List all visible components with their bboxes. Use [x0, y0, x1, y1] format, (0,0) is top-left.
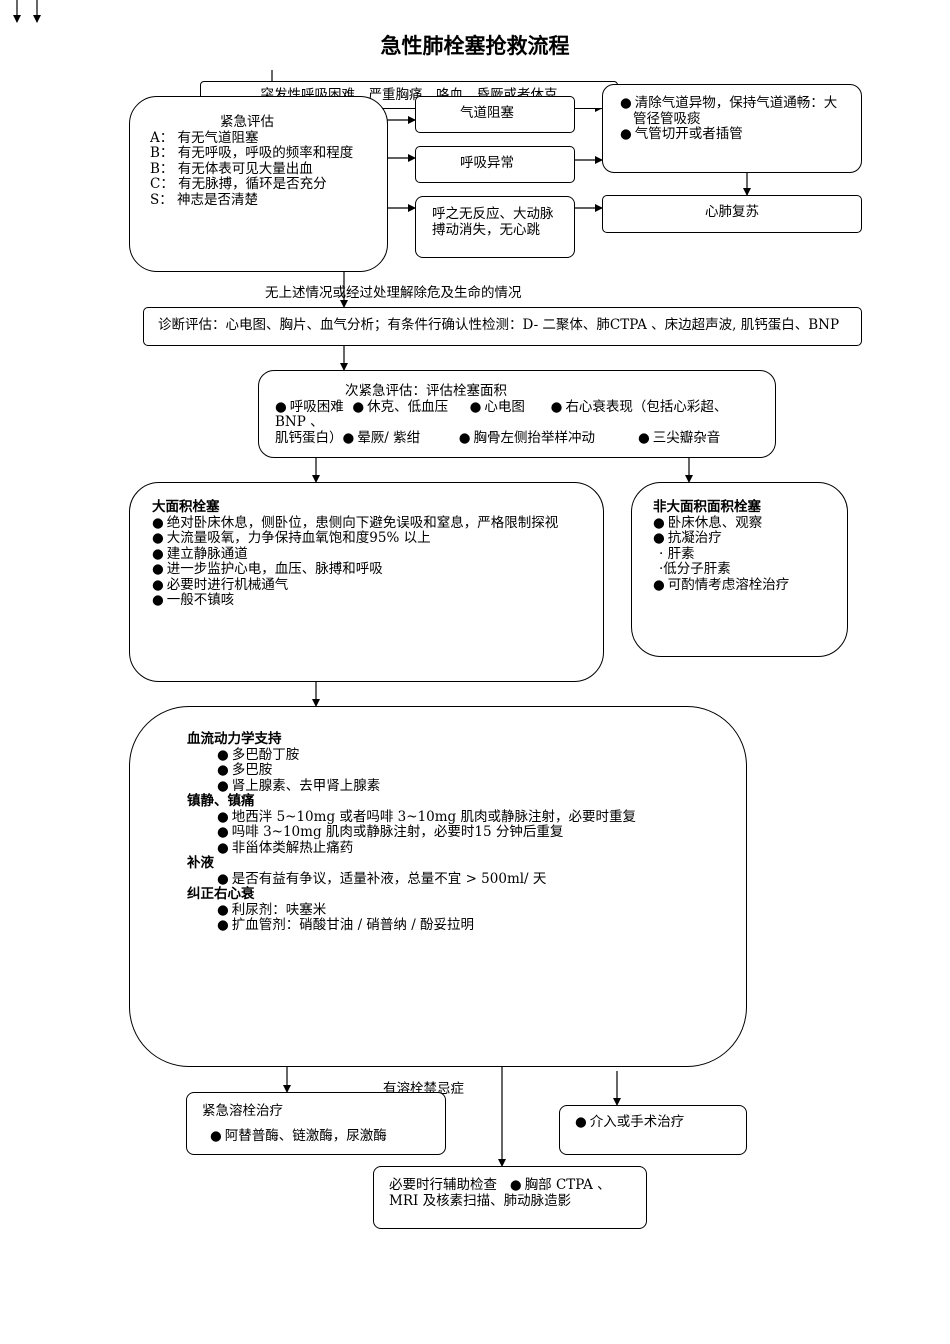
airway-actions-box: 清除气道异物，保持气道通畅：大 管径管吸痰 气管切开或者插管	[602, 84, 862, 173]
no-above-text: 无上述情况或经过处理解除危及生命的情况	[265, 285, 522, 301]
thrombolysis-item: 阿替普酶、链激酶，尿激酶	[202, 1128, 445, 1145]
page-title: 急性肺栓塞抢救流程	[380, 34, 570, 58]
fluid-title: 补液	[187, 855, 214, 871]
massive-pe-item-5: 必要时进行机械通气	[152, 577, 603, 594]
hemodynamic-title: 血流动力学支持	[187, 731, 282, 747]
fluid-item-1: 是否有益有争议，适量补液，总量不宜 > 500ml/ 天	[187, 871, 746, 888]
supportive-care-box: 血流动力学支持 多巴酚丁胺 多巴胺 肾上腺素、去甲肾上腺素 镇静、镇痛 地西泮 …	[129, 706, 747, 1067]
no-response-line-2: 搏动消失，无心跳	[432, 221, 540, 238]
massive-pe-box: 大面积栓塞 绝对卧床休息，侧卧位，患侧向下避免误吸和窒息，严格限制探视 大流量吸…	[129, 482, 604, 682]
emergency-eval-heading: 紧急评估	[220, 114, 274, 130]
sedation-item-1: 地西泮 5~10mg 或者吗啡 3~10mg 肌肉或静脉注射，必要时重复	[187, 809, 746, 826]
breathing-abnormal-box: 呼吸异常	[415, 146, 575, 183]
hemodynamic-item-2: 多巴胺	[187, 762, 746, 779]
eval-line-b2: B： 有无体表可见大量出血	[150, 160, 313, 177]
non-massive-pe-heading: 非大面积面积栓塞	[653, 499, 761, 515]
massive-pe-item-3: 建立静脉通道	[152, 546, 603, 563]
sedation-title: 镇静、镇痛	[187, 793, 255, 809]
sym-ecg: 心电图	[470, 399, 525, 415]
cpr-label: 心肺复苏	[705, 204, 759, 220]
massive-pe-item-1: 绝对卧床休息，侧卧位，患侧向下避免误吸和窒息，严格限制探视	[152, 515, 603, 532]
massive-pe-item-4: 进一步监护心电，血压、脉搏和呼吸	[152, 561, 603, 578]
rhf-item-2: 扩血管剂：硝酸甘油 / 硝普纳 / 酚妥拉明	[187, 917, 746, 934]
secondary-eval-row2: BNP 、	[275, 414, 324, 430]
no-response-box: 呼之无反应、大动脉 搏动消失，无心跳	[415, 196, 575, 258]
airway-action-2: 气管切开或者插管	[620, 126, 861, 143]
airway-action-1: 清除气道异物，保持气道通畅：大	[620, 95, 861, 112]
airway-action-1b: 管径管吸痰	[633, 110, 701, 127]
sym-troponin: 肌钙蛋白）	[275, 429, 343, 446]
eval-line-a: A： 有无气道阻塞	[150, 129, 259, 146]
intervention-box: 介入或手术治疗	[559, 1105, 747, 1155]
auxiliary-line-1: 必要时行辅助检查 胸部 CTPA 、	[389, 1177, 646, 1194]
sym-heave: 胸骨左侧抬举样冲动	[459, 430, 595, 446]
massive-pe-item-6: 一般不镇咳	[152, 592, 603, 609]
non-massive-item-1: 卧床休息、观察	[653, 515, 847, 532]
sym-syncope: 晕厥/ 紫绀	[343, 430, 421, 446]
rhf-title: 纠正右心衰	[187, 886, 255, 902]
non-massive-item-2: 抗凝治疗	[653, 530, 847, 547]
hemodynamic-item-1: 多巴酚丁胺	[187, 747, 746, 764]
sym-dyspnea: 呼吸困难	[275, 399, 344, 415]
diagnosis-box: 诊断评估：心电图、胸片、血气分析；有条件行确认性检测：D- 二聚体、肺CTPA …	[143, 307, 862, 346]
hemodynamic-item-3: 肾上腺素、去甲肾上腺素	[187, 778, 746, 795]
airway-obstruction-box: 气道阻塞	[415, 96, 575, 133]
eval-line-b1: B： 有无呼吸，呼吸的频率和程度	[150, 145, 354, 161]
eval-line-c: C： 有无脉搏，循环是否充分	[150, 176, 327, 192]
auxiliary-exam-box: 必要时行辅助检查 胸部 CTPA 、 MRI 及核素扫描、肺动脉造影	[373, 1166, 647, 1229]
auxiliary-line-2: MRI 及核素扫描、肺动脉造影	[389, 1192, 572, 1209]
rhf-item-1: 利尿剂：呋塞米	[187, 902, 746, 919]
massive-pe-heading: 大面积栓塞	[152, 499, 220, 515]
emergency-eval-box: 紧急评估 A： 有无气道阻塞 B： 有无呼吸，呼吸的频率和程度 B： 有无体表可…	[129, 96, 388, 272]
auxiliary-text-b: 胸部 CTPA 、	[510, 1177, 611, 1193]
breathing-abnormal-label: 呼吸异常	[460, 155, 514, 171]
cpr-box: 心肺复苏	[602, 195, 862, 233]
sym-rhf: 右心衰表现（包括心彩超、	[551, 399, 728, 415]
sedation-item-2: 吗啡 3~10mg 肌肉或静脉注射，必要时15 分钟后重复	[187, 824, 746, 841]
secondary-eval-heading: 次紧急评估：评估栓塞面积	[345, 383, 507, 399]
no-response-line-1: 呼之无反应、大动脉	[432, 206, 554, 222]
sym-tricuspid: 三尖瓣杂音	[638, 430, 720, 446]
intervention-item: 介入或手术治疗	[575, 1114, 746, 1131]
diagnosis-text: 诊断评估：心电图、胸片、血气分析；有条件行确认性检测：D- 二聚体、肺CTPA …	[158, 317, 840, 333]
auxiliary-text-a: 必要时行辅助检查	[389, 1177, 497, 1193]
non-massive-item-3: 可酌情考虑溶栓治疗	[653, 577, 847, 594]
eval-line-s: S： 神志是否清楚	[150, 191, 259, 208]
airway-obstruction-label: 气道阻塞	[460, 105, 514, 121]
sedation-item-3: 非甾体类解热止痛药	[187, 840, 746, 857]
non-massive-pe-box: 非大面积面积栓塞 卧床休息、观察 抗凝治疗 · 肝素 ·低分子肝素 可酌情考虑溶…	[631, 482, 848, 657]
thrombolysis-box: 紧急溶栓治疗 阿替普酶、链激酶，尿激酶	[186, 1092, 446, 1155]
massive-pe-item-2: 大流量吸氧，力争保持血氧饱和度95% 以上	[152, 530, 603, 547]
non-massive-sub-2: ·低分子肝素	[659, 561, 731, 577]
sym-shock: 休克、低血压	[352, 399, 448, 415]
secondary-eval-row1: 呼吸困难 休克、低血压 心电图 右心衰表现（包括心彩超、	[275, 399, 775, 416]
secondary-eval-box: 次紧急评估：评估栓塞面积 呼吸困难 休克、低血压 心电图 右心衰表现（包括心彩超…	[258, 370, 776, 458]
non-massive-sub-1: · 肝素	[659, 545, 695, 562]
secondary-eval-row3: 肌钙蛋白）晕厥/ 紫绀 胸骨左侧抬举样冲动 三尖瓣杂音	[275, 429, 775, 447]
thrombolysis-heading: 紧急溶栓治疗	[202, 1103, 283, 1119]
